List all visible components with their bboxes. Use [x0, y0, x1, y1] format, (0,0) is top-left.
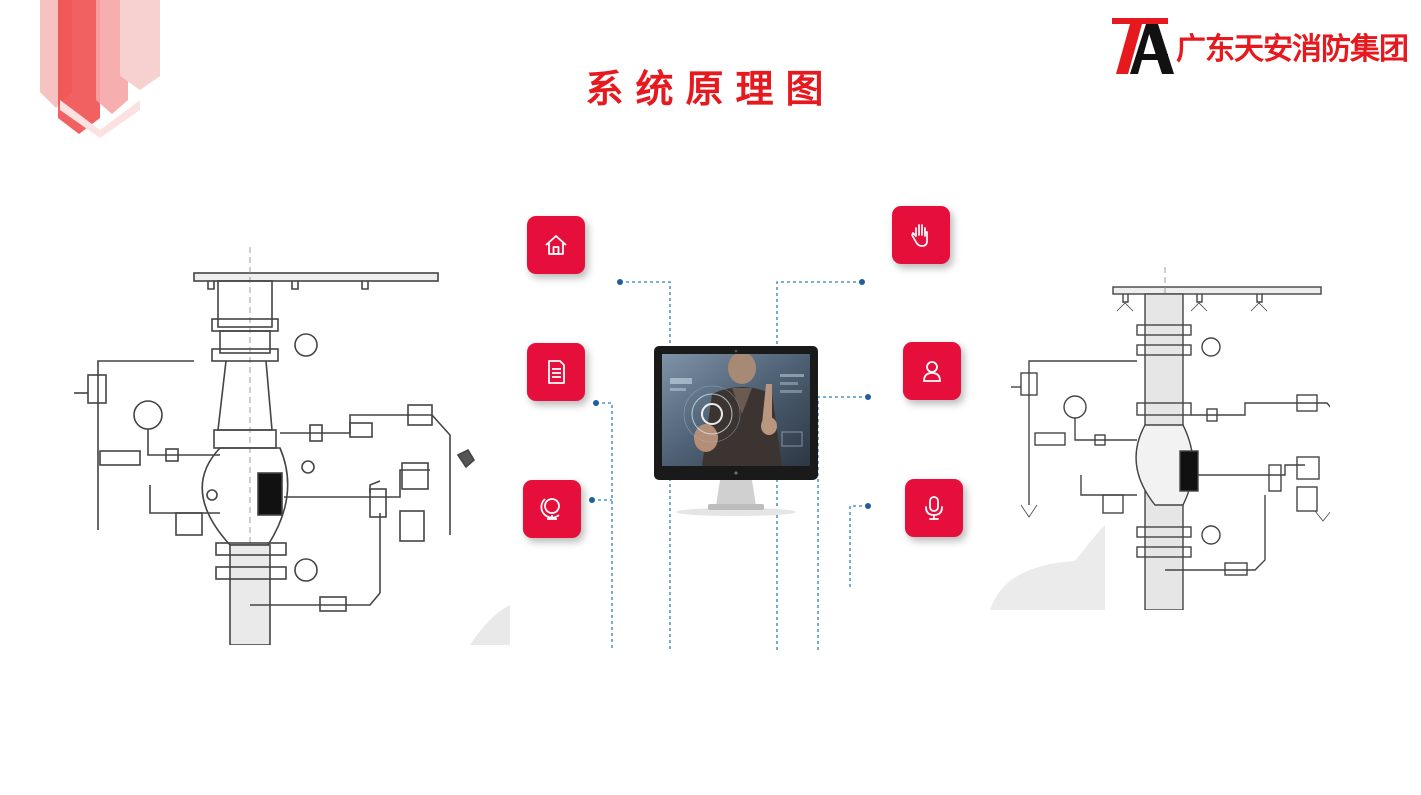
microphone-tile	[905, 479, 963, 537]
home-tile	[527, 216, 585, 274]
hand-tile	[892, 206, 950, 264]
document-tile	[527, 343, 585, 401]
globe-icon	[540, 498, 560, 520]
home-icon	[545, 235, 567, 255]
monitor-screen-touch-interface	[662, 354, 810, 466]
globe-tile	[523, 480, 581, 538]
user-tile	[903, 342, 961, 400]
microphone-icon	[925, 496, 943, 520]
document-icon	[548, 360, 565, 384]
right-valve-system-diagram	[990, 267, 1330, 610]
slide-title: 系统原理图	[585, 67, 836, 111]
company-name: 广东天安消防集团	[1176, 32, 1409, 67]
corner-ribbon-decoration	[40, 0, 160, 138]
left-valve-system-diagram	[74, 247, 510, 645]
company-logo-mark	[1112, 18, 1174, 74]
hand-icon	[911, 224, 928, 247]
user-icon	[923, 361, 941, 382]
